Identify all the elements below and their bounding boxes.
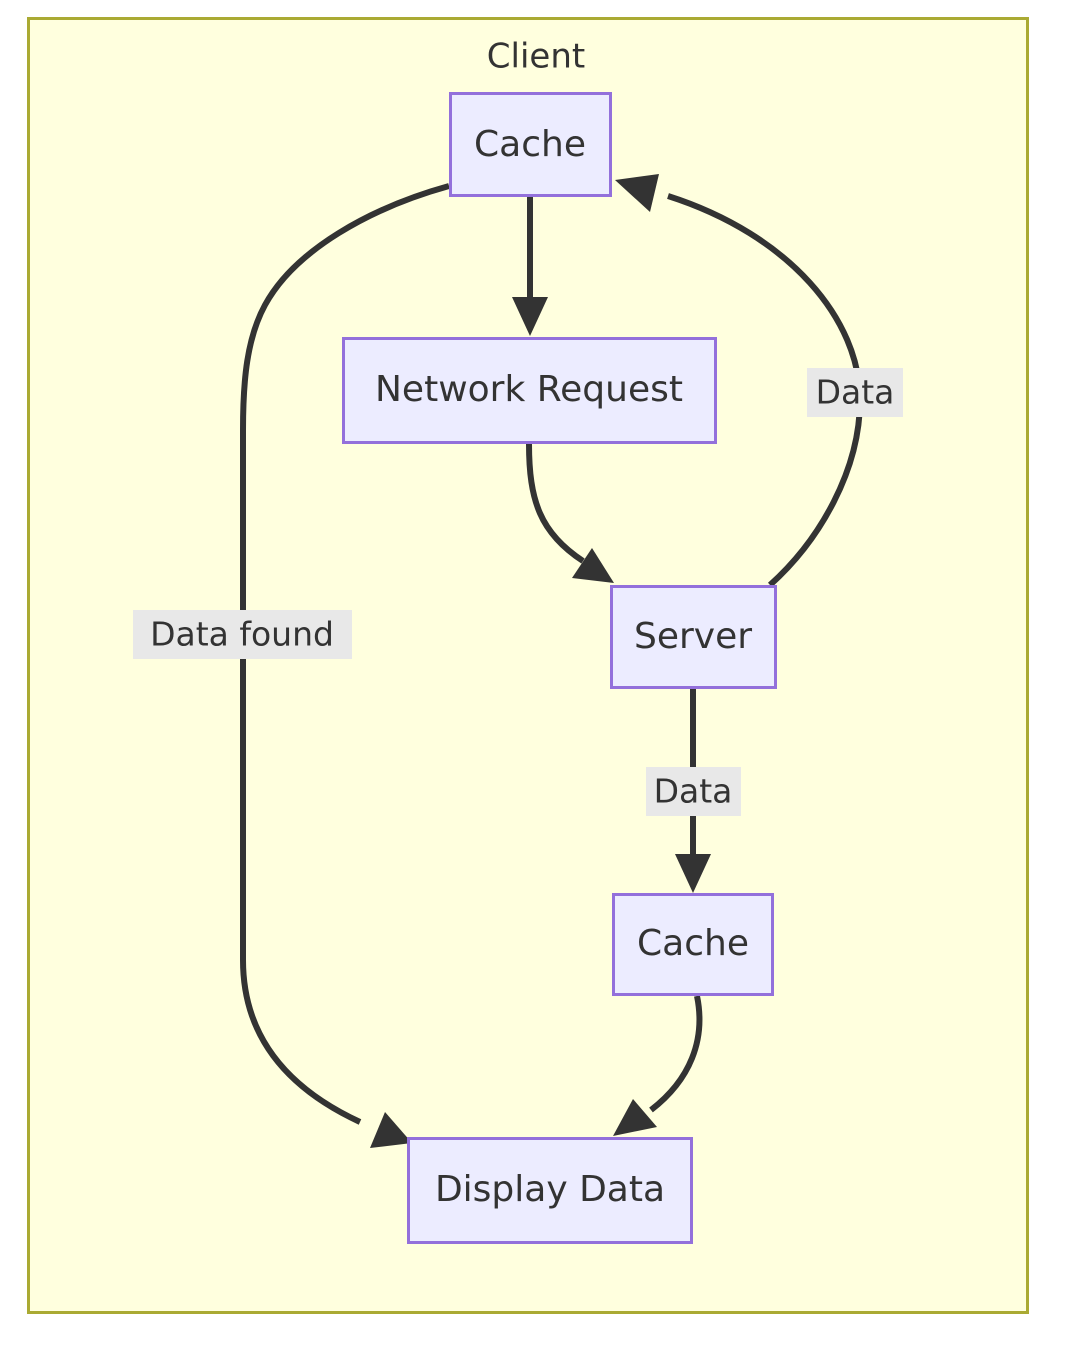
node-network-request-box[interactable] bbox=[342, 337, 717, 444]
node-display-data-label: Display Data bbox=[435, 1169, 665, 1210]
edge-cache-top-to-network bbox=[512, 197, 548, 336]
node-cache-bottom-box[interactable] bbox=[612, 893, 774, 996]
edge-label-data-bottom: Data bbox=[654, 772, 733, 811]
edge-label-bg-data-found bbox=[133, 610, 352, 659]
arrowhead-network-request bbox=[512, 297, 548, 336]
node-cache-bottom[interactable]: Cache bbox=[612, 893, 774, 996]
node-cache-top-label: Cache bbox=[474, 124, 586, 165]
arrowhead-server-from-network bbox=[572, 548, 614, 583]
arrowhead-display-from-cache-bottom bbox=[613, 1099, 657, 1136]
edge-label-data-found: Data found bbox=[150, 615, 334, 654]
edge-path-cache-top-to-display bbox=[240, 183, 450, 1125]
edge-server-to-cache-top: Data bbox=[615, 174, 903, 588]
node-server-label: Server bbox=[634, 616, 752, 657]
node-display-data[interactable]: Display Data bbox=[407, 1137, 693, 1244]
edge-path-cache-bottom-to-display bbox=[649, 995, 703, 1113]
edge-label-data-top: Data bbox=[816, 373, 895, 412]
node-cache-top[interactable]: Cache bbox=[449, 92, 612, 197]
edge-network-to-server bbox=[526, 443, 614, 583]
arrowhead-cache-bottom bbox=[675, 854, 711, 893]
node-network-request-label: Network Request bbox=[375, 369, 683, 410]
edge-label-bg-data-bottom bbox=[646, 767, 741, 816]
edge-cache-top-to-display: Data found bbox=[133, 183, 450, 1148]
node-cache-top-box[interactable] bbox=[449, 92, 612, 197]
edge-cache-bottom-to-display bbox=[613, 995, 703, 1136]
arrowhead-cache-top-from-server bbox=[615, 174, 659, 212]
node-server[interactable]: Server bbox=[610, 585, 777, 689]
arrowhead-display-from-cache-top bbox=[370, 1112, 412, 1148]
edge-path-network-to-server bbox=[526, 443, 585, 564]
cluster-client-title: Client bbox=[487, 37, 585, 77]
edge-label-bg-data-top bbox=[807, 368, 903, 417]
node-cache-bottom-label: Cache bbox=[637, 923, 749, 964]
node-server-box[interactable] bbox=[610, 585, 777, 689]
node-display-data-box[interactable] bbox=[407, 1137, 693, 1244]
node-network-request[interactable]: Network Request bbox=[342, 337, 717, 444]
edge-server-to-cache-bottom: Data bbox=[646, 689, 741, 893]
